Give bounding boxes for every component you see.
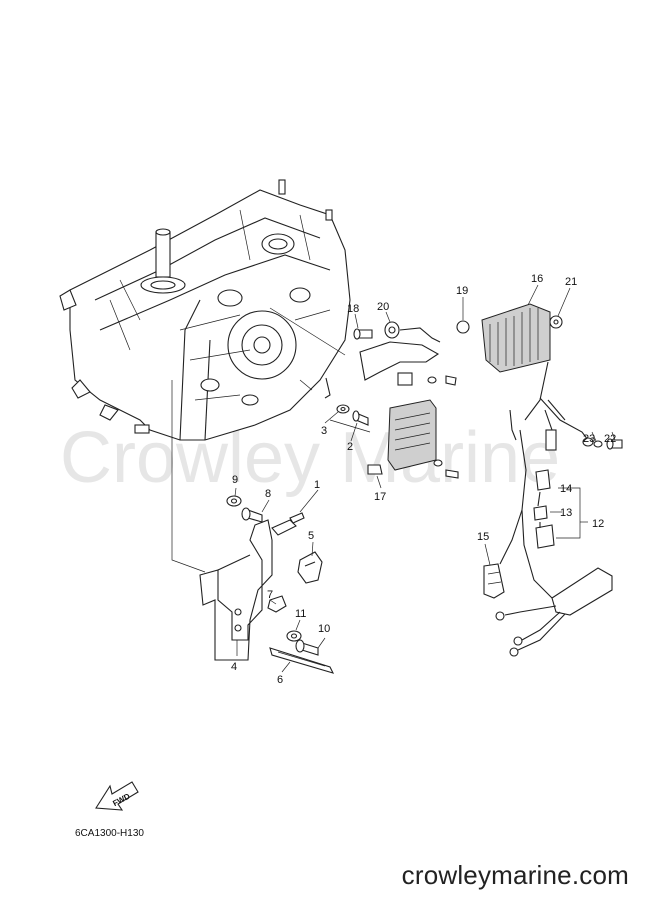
callout-leaders	[234, 284, 616, 673]
part-code: 6CA1300-H130	[75, 828, 144, 839]
callout-23: 23	[583, 433, 595, 445]
callout-15: 15	[477, 531, 489, 543]
callout-19: 19	[456, 285, 468, 297]
callout-4: 4	[231, 661, 237, 673]
leader-lines	[171, 307, 371, 573]
callout-17: 17	[374, 491, 386, 503]
fwd-arrow-icon: FWD	[95, 781, 139, 811]
callout-11: 11	[295, 608, 306, 620]
callout-21: 21	[565, 276, 577, 288]
callout-13: 13	[560, 507, 572, 519]
rectifier-assembly	[324, 303, 563, 479]
callout-22: 22	[604, 433, 616, 445]
callout-7: 7	[267, 589, 273, 601]
callout-14: 14	[560, 483, 572, 495]
callout-6: 6	[277, 674, 283, 686]
callout-18: 18	[347, 303, 359, 315]
callout-16: 16	[531, 273, 543, 285]
wire-harness	[483, 361, 623, 657]
callout-9: 9	[232, 474, 238, 486]
callout-8: 8	[265, 488, 271, 500]
bracket-assembly	[199, 495, 335, 674]
callout-10: 10	[318, 623, 330, 635]
callout-labels: 1 2 3 4 5 6 7 8 9 10 11 12 13 14 15 16 1…	[231, 273, 616, 686]
callout-20: 20	[377, 301, 389, 313]
site-url: crowleymarine.com	[401, 860, 629, 890]
callout-2: 2	[347, 441, 353, 453]
callout-3: 3	[321, 425, 327, 437]
engine-block-illustration	[59, 179, 351, 441]
callout-12: 12	[592, 518, 604, 530]
callout-1: 1	[314, 479, 320, 491]
callout-5: 5	[308, 530, 314, 542]
